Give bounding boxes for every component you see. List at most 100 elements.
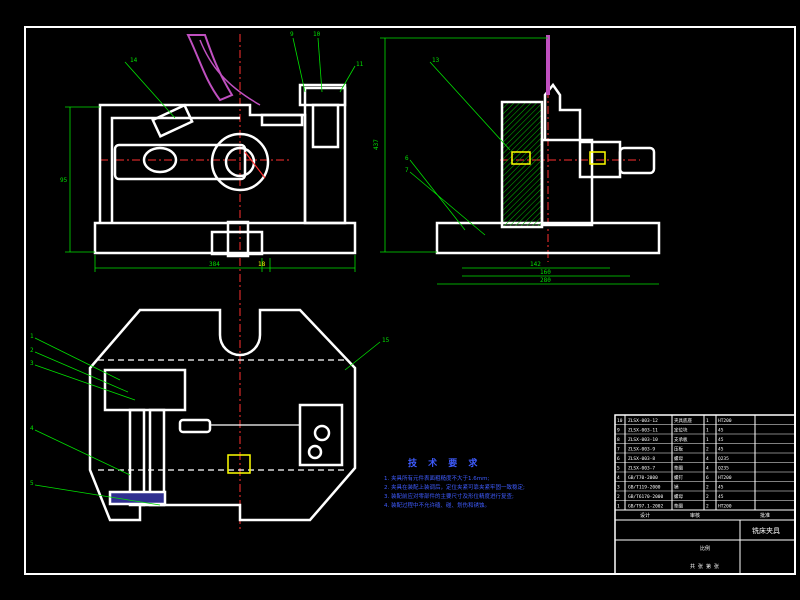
parts-row-cell: 1: [706, 437, 709, 443]
front-clamp-screw: [151, 103, 194, 139]
front-column: [303, 86, 347, 225]
parts-row-cell: GB/T97.1-2002: [628, 504, 664, 510]
parts-row-cell: Q235: [718, 456, 729, 462]
parts-row-number: 3: [617, 485, 620, 491]
side-dim-mid: 160: [540, 269, 551, 276]
balloon-plan-left-3: 3: [30, 360, 34, 367]
parts-row-number: 1: [617, 504, 620, 510]
front-dim-height: 18: [258, 261, 266, 268]
parts-row-cell: 45: [718, 494, 724, 500]
parts-row-number: 7: [617, 447, 620, 453]
side-dimensions: [380, 37, 659, 285]
parts-row-cell: 支承板: [674, 436, 688, 443]
parts-row-cell: 垫圈: [674, 503, 683, 510]
side-dim-outer: 280: [540, 277, 551, 284]
parts-row-cell: 2: [706, 504, 709, 510]
parts-row-cell: ZLSX-003-11: [628, 428, 658, 434]
front-base-slot: [210, 230, 264, 256]
parts-row-cell: 1: [706, 418, 709, 424]
side-dim-height: 437: [373, 139, 380, 150]
requirement-1: 1. 夹具所有元件表面粗糙度不大于1.6mm;: [384, 476, 490, 482]
title-block-approver: 批准: [760, 512, 770, 519]
side-knob: [618, 146, 656, 175]
parts-row-number: 4: [617, 475, 620, 481]
title-block-checker: 审核: [690, 512, 700, 519]
plan-control-panel: [298, 403, 344, 467]
parts-row-cell: 垫圈: [674, 465, 683, 472]
parts-row-cell: 4: [706, 456, 709, 462]
balloon-side-left-a: 6: [405, 155, 409, 162]
balloon-plan-left-2: 2: [30, 347, 34, 354]
title-block-scale: 比例: [700, 545, 710, 552]
sheet-border: [24, 26, 796, 575]
side-dim-inner: 142: [530, 261, 541, 268]
parts-row-cell: 2: [706, 494, 709, 500]
plan-leaders: [34, 337, 381, 506]
side-leaders: [409, 61, 511, 236]
parts-row-cell: 压板: [674, 446, 683, 453]
side-base: [435, 221, 661, 255]
parts-row-number: 2: [617, 494, 620, 500]
front-pivot-ring: [210, 132, 270, 192]
parts-row-cell: ZLSX-003-12: [628, 418, 658, 424]
title-block-designer: 设计: [640, 512, 650, 519]
parts-row-cell: 6: [706, 475, 709, 481]
balloon-plan-right: 15: [382, 337, 390, 344]
parts-row-cell: 45: [718, 485, 724, 491]
parts-row-cell: ZLSX-003-8: [628, 456, 655, 462]
front-dimensions: [65, 106, 356, 272]
balloon-side-top: 13: [432, 57, 440, 64]
requirement-4: 4. 装配过程中不允许磕、碰、划伤和锈蚀。: [384, 503, 490, 509]
balloon-front-top-a: 9: [290, 31, 294, 38]
plan-base-bar: [108, 490, 167, 506]
balloon-front-left: 14: [130, 57, 138, 64]
parts-row-number: 5: [617, 466, 620, 472]
front-body: [98, 103, 307, 222]
front-view: [65, 34, 357, 292]
parts-row-cell: ZLSX-003-7: [628, 466, 655, 472]
front-base: [93, 221, 357, 255]
technical-requirements: 技 术 要 求 1. 夹具所有元件表面粗糙度不大于1.6mm; 2. 夹具在装配…: [384, 456, 614, 511]
parts-row-cell: GB/T119-2000: [628, 485, 661, 491]
parts-row-cell: 定位块: [674, 427, 688, 434]
parts-row-cell: GB/T6170-2000: [628, 494, 664, 500]
technical-requirements-title: 技 术 要 求: [408, 459, 482, 469]
parts-row-cell: 螺钉: [674, 474, 683, 481]
plan-clamp-block: [103, 368, 187, 412]
front-handle: [186, 34, 234, 102]
balloon-plan-left-5: 5: [30, 480, 34, 487]
title-block-drawing-name: 铣床夹具: [752, 526, 780, 535]
parts-row-cell: ZLSX-003-10: [628, 437, 658, 443]
parts-row-cell: 螺母: [674, 493, 683, 500]
requirement-2: 2. 夹具在装配上装调后，定位夹紧可靠夹紧牢固一致稳定;: [384, 485, 525, 491]
parts-row-cell: 螺母: [674, 455, 683, 462]
balloon-plan-left-4: 4: [30, 425, 34, 432]
plan-view: [34, 292, 381, 530]
parts-row-number: 6: [617, 456, 620, 462]
plan-outline: [88, 308, 357, 522]
parts-row-cell: 2: [706, 447, 709, 453]
front-dim-height-left: 95: [60, 177, 68, 184]
plan-screw: [178, 418, 212, 434]
parts-row-number: 10: [617, 418, 623, 424]
parts-row-cell: 夹具底座: [674, 417, 692, 424]
parts-row-cell: HT200: [718, 475, 732, 481]
front-dim-width: 384: [209, 261, 220, 268]
parts-row-cell: 4: [706, 466, 709, 472]
requirement-3: 3. 装配前应对零部件的主要尺寸及形位精度进行复查;: [384, 494, 514, 500]
balloon-side-left-b: 7: [405, 167, 409, 174]
front-key: [226, 220, 250, 258]
balloon-plan-left-1: 1: [30, 333, 34, 340]
front-nut: [142, 146, 178, 174]
side-view: [380, 35, 661, 285]
title-block-sheet: 共 张 第 张: [690, 563, 719, 570]
parts-row-cell: ZLSX-003-9: [628, 447, 655, 453]
front-leaders: [124, 37, 356, 119]
parts-row-number: 9: [617, 428, 620, 434]
front-slotted-arm: [113, 143, 247, 181]
front-body-inner: [110, 116, 240, 222]
parts-row-cell: 2: [706, 485, 709, 491]
parts-row-cell: 45: [718, 437, 724, 443]
parts-row-cell: 1: [706, 428, 709, 434]
